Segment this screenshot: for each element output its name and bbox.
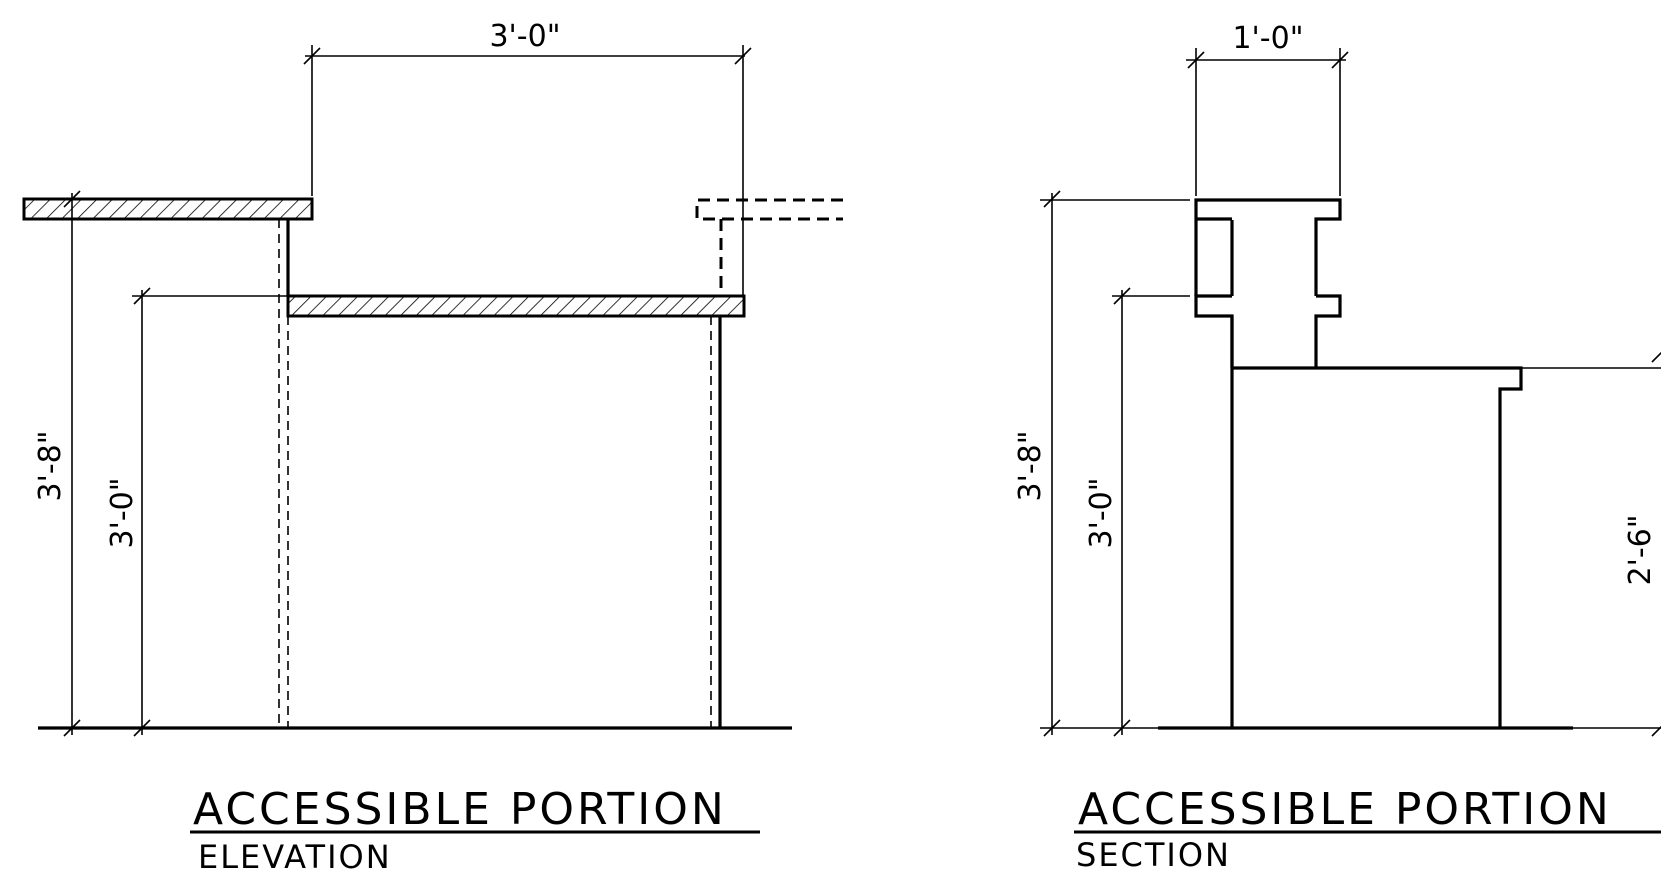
future-counter-outline <box>695 198 843 221</box>
elev-dim-top-tick-left <box>303 47 321 65</box>
section-subtitle: SECTION <box>1076 836 1231 874</box>
elevation-title: ACCESSIBLE PORTION <box>193 784 727 835</box>
sec-dim-outer-label: 3'-8" <box>1013 430 1048 501</box>
section-upper-counter <box>1194 198 1342 296</box>
sec-dim-outer-tick-top <box>1043 190 1061 208</box>
elev-dim-inner-tick-bottom <box>133 719 151 737</box>
elev-dim-top-tick-right <box>734 47 752 65</box>
section-title: ACCESSIBLE PORTION <box>1078 784 1612 835</box>
sec-dim-top-label: 1'-0" <box>1232 21 1303 56</box>
elev-dim-outer-tick-top <box>63 190 81 208</box>
upper-counter-top <box>22 197 314 221</box>
elev-dim-inner-tick-top <box>133 287 151 305</box>
section-lower-counter-left <box>1194 294 1234 368</box>
section-cabinet-top-right <box>1232 366 1523 728</box>
sec-dim-inner-label: 3'-0" <box>1084 477 1119 548</box>
elevation-drawing: 3'-0" 3'-8" 3'-0" ACCESSIBLE PORTION ELE… <box>22 19 843 876</box>
accessible-counter-top <box>286 294 746 318</box>
sec-dim-inner-tick-top <box>1113 287 1131 305</box>
elev-dim-outer-label: 3'-8" <box>33 430 68 501</box>
section-drawing: 1'-0" 3'-8" 3'-0" 2'-6" ACCESSIBLE PORTI… <box>1013 21 1661 874</box>
sec-dim-outer-tick-bottom <box>1043 719 1061 737</box>
section-lower-counter-right <box>1314 294 1342 368</box>
elevation-subtitle: ELEVATION <box>198 838 392 876</box>
elev-dim-outer-tick-bottom <box>63 719 81 737</box>
sec-dim-top-tick-left <box>1187 51 1205 69</box>
sec-dim-inner-tick-bottom <box>1113 719 1131 737</box>
elev-dim-inner-label: 3'-0" <box>105 477 140 548</box>
sec-dim-right-tick-top <box>1651 351 1661 363</box>
sec-dim-top-tick-right <box>1331 51 1349 69</box>
elev-dim-top-label: 3'-0" <box>489 19 560 54</box>
sec-dim-right-tick-bottom <box>1651 725 1661 737</box>
sec-dim-right-label: 2'-6" <box>1623 514 1658 585</box>
